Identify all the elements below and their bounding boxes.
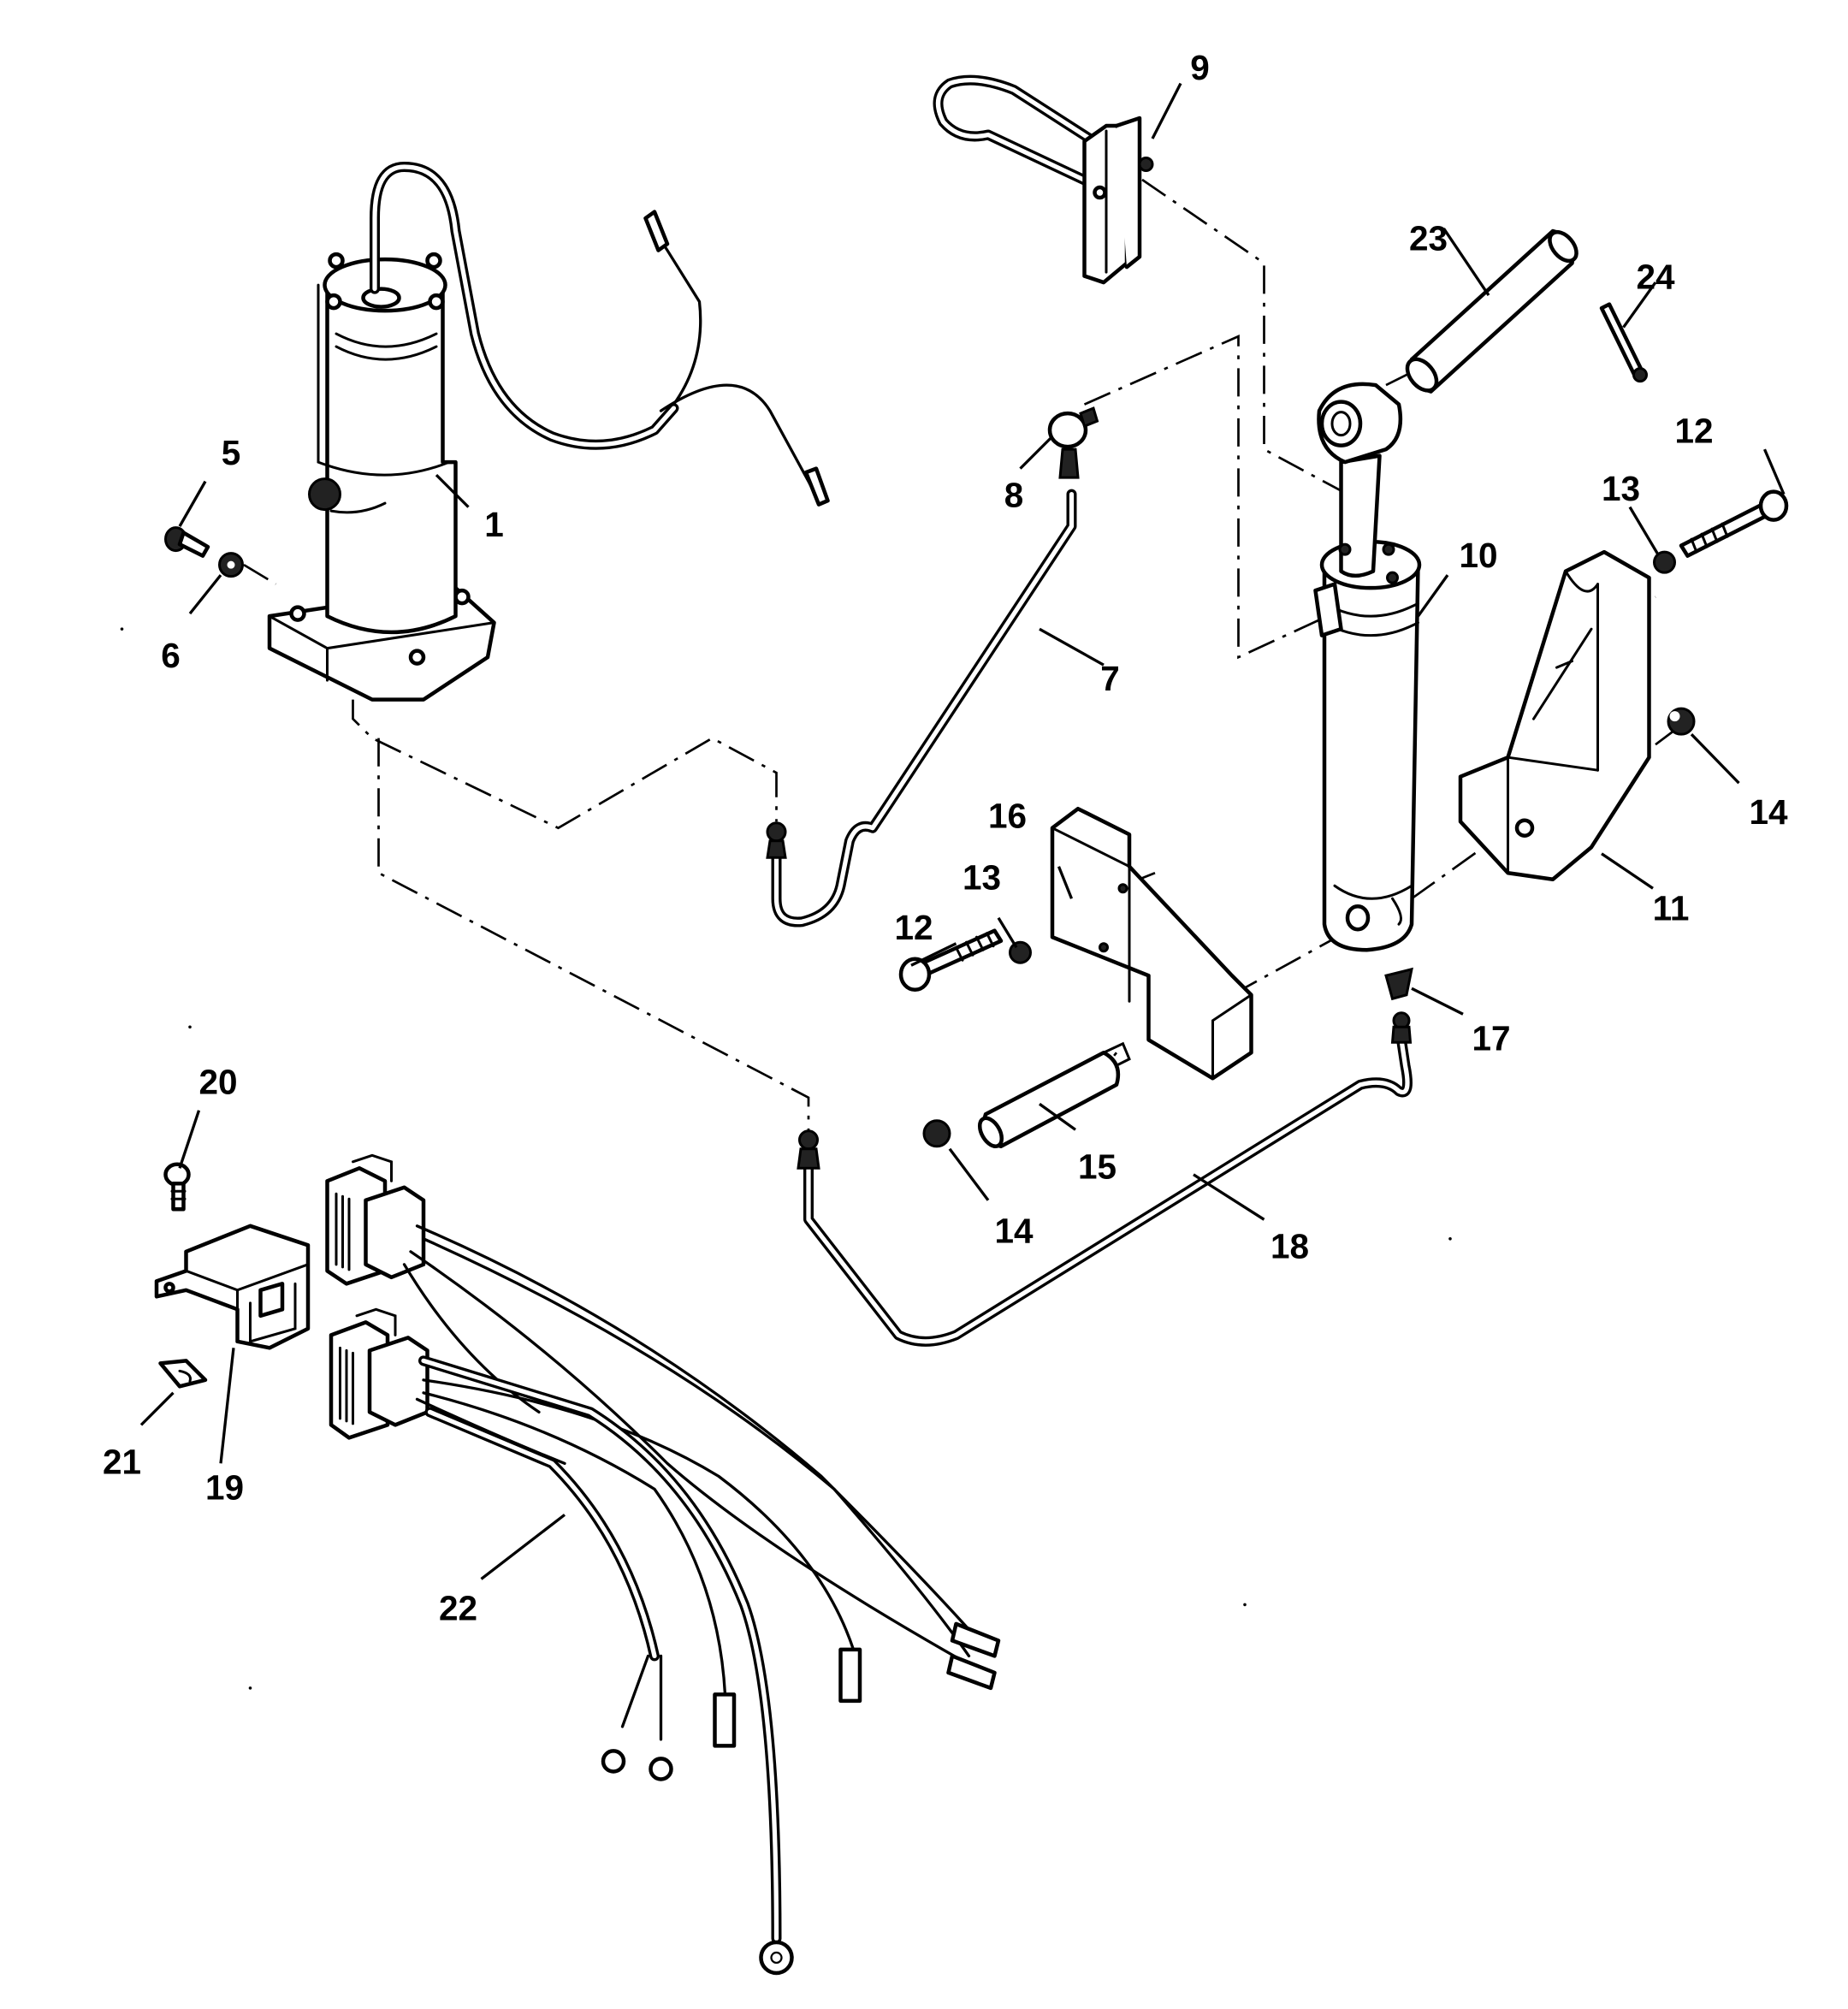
callout-21: 21: [103, 1442, 141, 1481]
elbow-fitting-17[interactable]: [1384, 967, 1413, 1001]
washer-13-right[interactable]: [1653, 550, 1676, 574]
callout-15: 15: [1078, 1147, 1116, 1186]
callout-16: 16: [988, 797, 1027, 836]
pivot-pin-15[interactable]: [975, 1041, 1131, 1150]
cotter-pin-24[interactable]: [1599, 302, 1648, 383]
screw-20[interactable]: [163, 1162, 191, 1212]
mounting-bracket-16[interactable]: [1050, 806, 1253, 1081]
callout-8: 8: [1004, 476, 1024, 515]
pump-cable: [370, 162, 830, 507]
callout-20: 20: [198, 1062, 237, 1101]
callout-5: 5: [222, 433, 241, 472]
callout-13-left: 13: [962, 858, 1001, 898]
hydraulic-line-18[interactable]: [797, 1011, 1413, 1347]
nut-14-left[interactable]: [922, 1119, 951, 1148]
switch-bracket-9[interactable]: [933, 74, 1154, 285]
callout-13-right: 13: [1602, 469, 1640, 508]
clip-21[interactable]: [158, 1359, 208, 1389]
pin-23[interactable]: [1401, 227, 1582, 395]
callout-18: 18: [1270, 1226, 1309, 1265]
trim-cylinder-10[interactable]: [1313, 382, 1422, 952]
mounting-bracket-11[interactable]: [1458, 549, 1651, 881]
screw-5[interactable]: [164, 526, 210, 558]
hydraulic-line-7[interactable]: [766, 489, 1077, 927]
callout-14-left: 14: [994, 1211, 1034, 1250]
callout-12-left: 12: [894, 908, 933, 947]
nut-14-right[interactable]: [1667, 707, 1696, 736]
bolt-12-right[interactable]: [1679, 489, 1789, 558]
bolt-12-left[interactable]: [898, 928, 1004, 992]
washer-13-left[interactable]: [1009, 940, 1032, 964]
callout-23: 23: [1409, 219, 1448, 258]
callout-11: 11: [1653, 889, 1690, 928]
callout-14-right: 14: [1749, 792, 1788, 832]
wiring-harness-22[interactable]: [325, 1153, 1001, 1976]
callout-1: 1: [484, 505, 504, 544]
callout-19: 19: [205, 1467, 244, 1507]
callout-labels: 1 5 6 7 8 9 10 11 12 12 13 13 14 14 15 1…: [103, 48, 1788, 1627]
callout-12-right: 12: [1674, 412, 1713, 451]
callout-9: 9: [1190, 48, 1210, 87]
washer-6[interactable]: [218, 552, 244, 578]
callout-24: 24: [1636, 258, 1675, 297]
elbow-fitting-8[interactable]: [1047, 406, 1099, 479]
assembly-lines: [243, 178, 1682, 1136]
leader-lines: [139, 82, 1786, 1580]
callout-17: 17: [1472, 1018, 1510, 1058]
relay-19[interactable]: [154, 1224, 311, 1350]
callout-10: 10: [1459, 536, 1497, 575]
callout-7: 7: [1100, 659, 1120, 698]
callout-6: 6: [161, 636, 181, 675]
callout-22: 22: [439, 1588, 477, 1627]
pump-motor-assembly[interactable]: [267, 252, 496, 702]
